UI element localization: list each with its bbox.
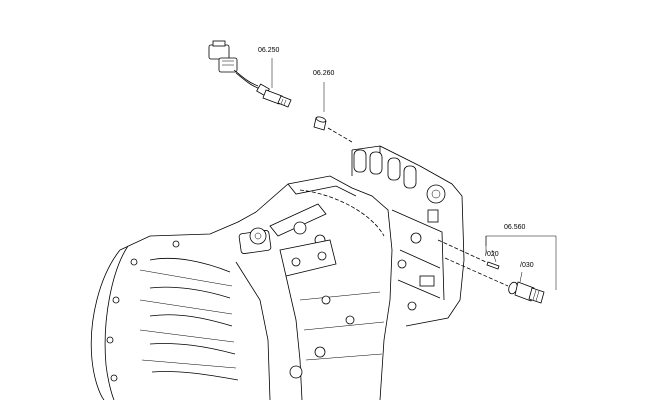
leader-030 <box>519 271 523 283</box>
assembly-line-switch <box>444 257 509 287</box>
callout-030: /030 <box>520 262 534 269</box>
assembly-line-plug <box>327 127 353 143</box>
pin-part <box>486 261 500 270</box>
leader-020 <box>491 249 497 263</box>
sensor-with-connector <box>208 40 292 108</box>
bracket-06-560 <box>485 235 557 290</box>
assembly-line-pin <box>437 239 487 263</box>
callout-06-250: 06.250 <box>258 47 280 54</box>
callout-06-560: 06.560 <box>504 224 526 231</box>
gearbox-housing <box>90 145 465 400</box>
switch-part <box>508 281 545 304</box>
callout-06-260: 06.260 <box>313 70 335 77</box>
plug-part <box>313 116 327 131</box>
callout-020: /020 <box>485 251 499 258</box>
